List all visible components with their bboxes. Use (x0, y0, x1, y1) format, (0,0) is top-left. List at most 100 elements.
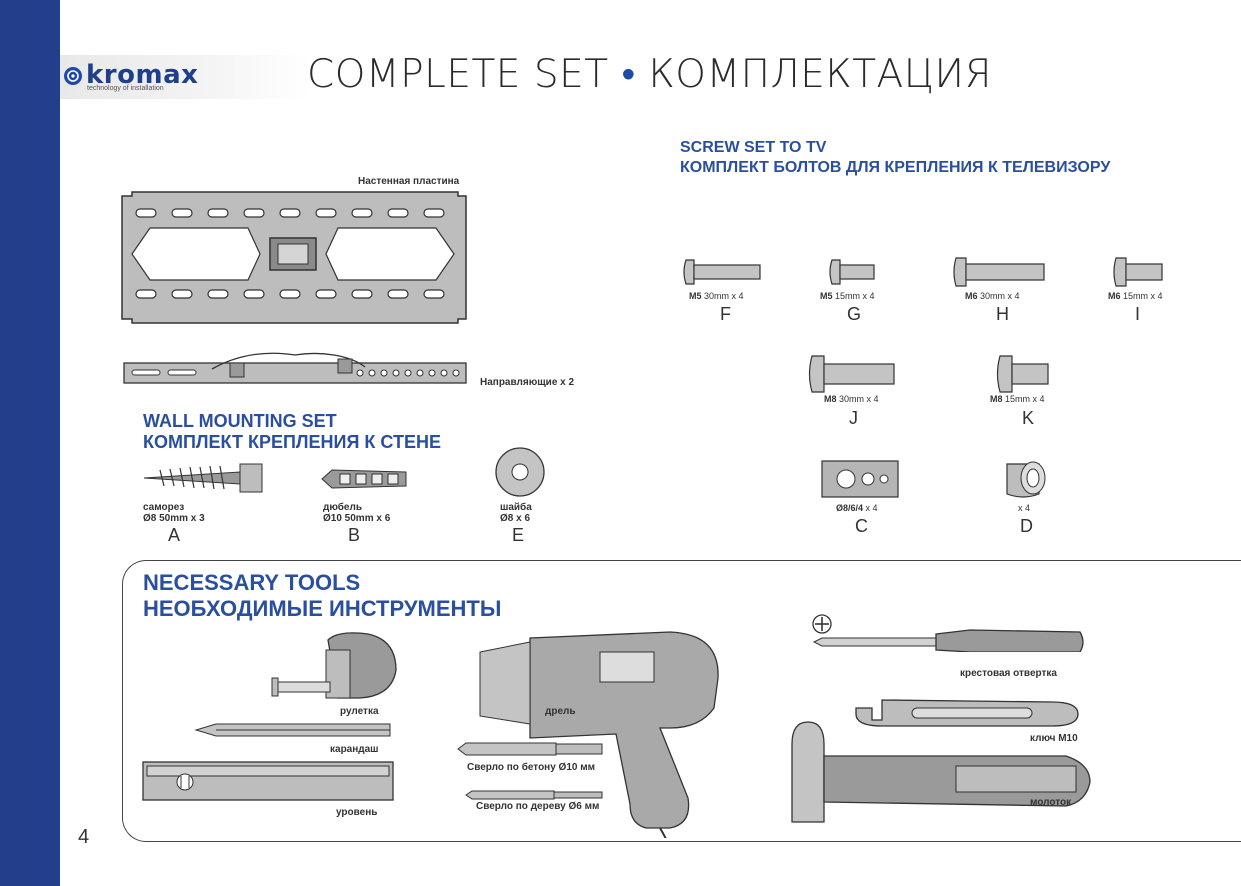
logo-text: kromax (86, 60, 199, 90)
bolt-i-dim: 15mm x 4 (1123, 291, 1163, 301)
wrench-label: ключ М10 (1030, 733, 1078, 744)
bolt-h-spec: M6 30mm x 4 (965, 291, 1020, 301)
dowel-icon (321, 469, 407, 489)
washer-icon (495, 447, 545, 497)
wall-set-title-ru: КОМПЛЕКТ КРЕПЛЕНИЯ К СТЕНЕ (143, 432, 441, 452)
washer-illustration (494, 446, 546, 503)
concrete-bit-icon (457, 742, 603, 756)
bolt-k-letter: K (1022, 408, 1035, 428)
bolt-icons (683, 257, 1163, 393)
bolt-g-size: M5 (820, 291, 833, 301)
item-e-letter: E (512, 525, 525, 545)
screwdriver-label: крестовая отвертка (960, 668, 1057, 679)
part-d-letter: D (1020, 516, 1033, 536)
wall-set-title-en: WALL MOUNTING SET (143, 411, 337, 431)
drill-label: дрель (545, 706, 576, 717)
rails-illustration (120, 345, 470, 392)
rail-icon (123, 352, 467, 384)
item-a-letter: A (168, 525, 181, 545)
dowel-illustration (318, 466, 413, 497)
bolt-i-letter: I (1135, 304, 1141, 324)
page-number: 4 (78, 826, 90, 848)
bolts-illustration (680, 256, 1220, 446)
part-c-letter: C (855, 516, 868, 536)
concrete-bit-label: Сверло по бетону Ø10 мм (467, 762, 596, 773)
level-illustration (141, 760, 396, 807)
spacer-icon (1006, 461, 1046, 498)
tape-label: рулетка (340, 706, 379, 717)
screw-set-title-ru: КОМПЛЕКТ БОЛТОВ ДЛЯ КРЕПЛЕНИЯ К ТЕЛЕВИЗО… (680, 159, 1111, 176)
tools-title-en: NECESSARY TOOLS (143, 570, 361, 595)
bolt-h-dim: 30mm x 4 (980, 291, 1020, 301)
bolt-i-spec: M6 15mm x 4 (1108, 291, 1163, 301)
lag-screw-icon (143, 463, 263, 493)
wood-bit-label: Сверло по дереву Ø6 мм (476, 801, 600, 812)
wall-plate-icon (121, 191, 467, 324)
level-label: уровень (336, 807, 378, 818)
bolt-k-dim: 15mm x 4 (1005, 394, 1045, 404)
wood-bit-icon (465, 790, 603, 800)
part-d-spec: x 4 (1018, 503, 1031, 513)
level-icon (142, 761, 394, 801)
bolt-i-size: M6 (1108, 291, 1121, 301)
part-c-dim: x 4 (865, 503, 878, 513)
title-ru: КОМПЛЕКТАЦИЯ (648, 52, 993, 97)
part-c-size: Ø8/6/4 (836, 503, 864, 513)
wood-bit-illustration (464, 788, 606, 806)
bolt-k-spec: M8 15mm x 4 (990, 394, 1045, 404)
screw-set-title-en: SCREW SET TO TV (680, 139, 827, 156)
bolt-g-letter: G (847, 304, 862, 324)
bolt-f-size: M5 (689, 291, 702, 301)
adapter-plate-icon (821, 460, 899, 498)
drill-illustration (470, 628, 730, 849)
bolt-f-letter: F (720, 304, 731, 324)
item-a-name: саморез (143, 502, 185, 513)
tools-panel (122, 560, 1241, 842)
bolt-j-letter: J (849, 408, 858, 428)
sidebar-stripe (0, 0, 60, 886)
item-b-spec: Ø10 50mm х 6 (323, 513, 391, 524)
logo-band (60, 55, 310, 99)
hammer-icon (791, 721, 1091, 823)
wall-plate-illustration (120, 190, 470, 330)
bolt-f-dim: 30mm x 4 (704, 291, 744, 301)
hammer-label: молоток (1030, 797, 1072, 808)
tools-title-ru: НЕОБХОДИМЫЕ ИНСТРУМЕНТЫ (143, 596, 502, 621)
logo-mark-icon (64, 67, 82, 85)
drill-icon (479, 631, 719, 849)
adapter-plate-illustration (820, 459, 900, 504)
tape-measure-icon (271, 632, 397, 699)
bolt-h-size: M6 (965, 291, 978, 301)
bolt-j-spec: M8 30mm x 4 (824, 394, 879, 404)
wrench-illustration (852, 692, 1082, 739)
wrench-icon (855, 699, 1079, 727)
pencil-illustration (194, 722, 394, 743)
page-title: COMPLETE SET • КОМПЛЕКТАЦИЯ (307, 52, 992, 97)
spacer-illustration (1003, 456, 1053, 505)
screwdriver-icon (812, 614, 1084, 653)
pencil-icon (194, 723, 391, 737)
item-b-letter: B (348, 525, 361, 545)
title-bullet: • (621, 52, 636, 97)
pencil-label: карандаш (330, 744, 379, 755)
rails-label: Направляющие х 2 (480, 377, 575, 388)
tape-measure-illustration (268, 630, 403, 710)
bolt-j-size: M8 (824, 394, 837, 404)
item-e-name: шайба (500, 502, 532, 513)
hammer-illustration (786, 716, 1096, 836)
wall-plate-label: Настенная пластина (358, 176, 460, 187)
kromax-logo: kromax technology of installation (62, 60, 202, 94)
concrete-bit-illustration (456, 741, 606, 762)
bolt-j-dim: 30mm x 4 (839, 394, 879, 404)
part-c-spec: Ø8/6/4 x 4 (836, 503, 878, 513)
bolt-k-size: M8 (990, 394, 1003, 404)
lag-screw-illustration (140, 462, 265, 499)
bolt-h-letter: H (996, 304, 1009, 324)
screwdriver-illustration (810, 612, 1090, 657)
item-a-spec: Ø8 50mm х 3 (143, 513, 205, 524)
item-b-name: дюбель (323, 502, 362, 513)
title-en: COMPLETE SET (307, 52, 609, 97)
bolt-g-spec: M5 15mm x 4 (820, 291, 875, 301)
item-e-spec: Ø8 х 6 (500, 513, 531, 524)
bolt-g-dim: 15mm x 4 (835, 291, 875, 301)
